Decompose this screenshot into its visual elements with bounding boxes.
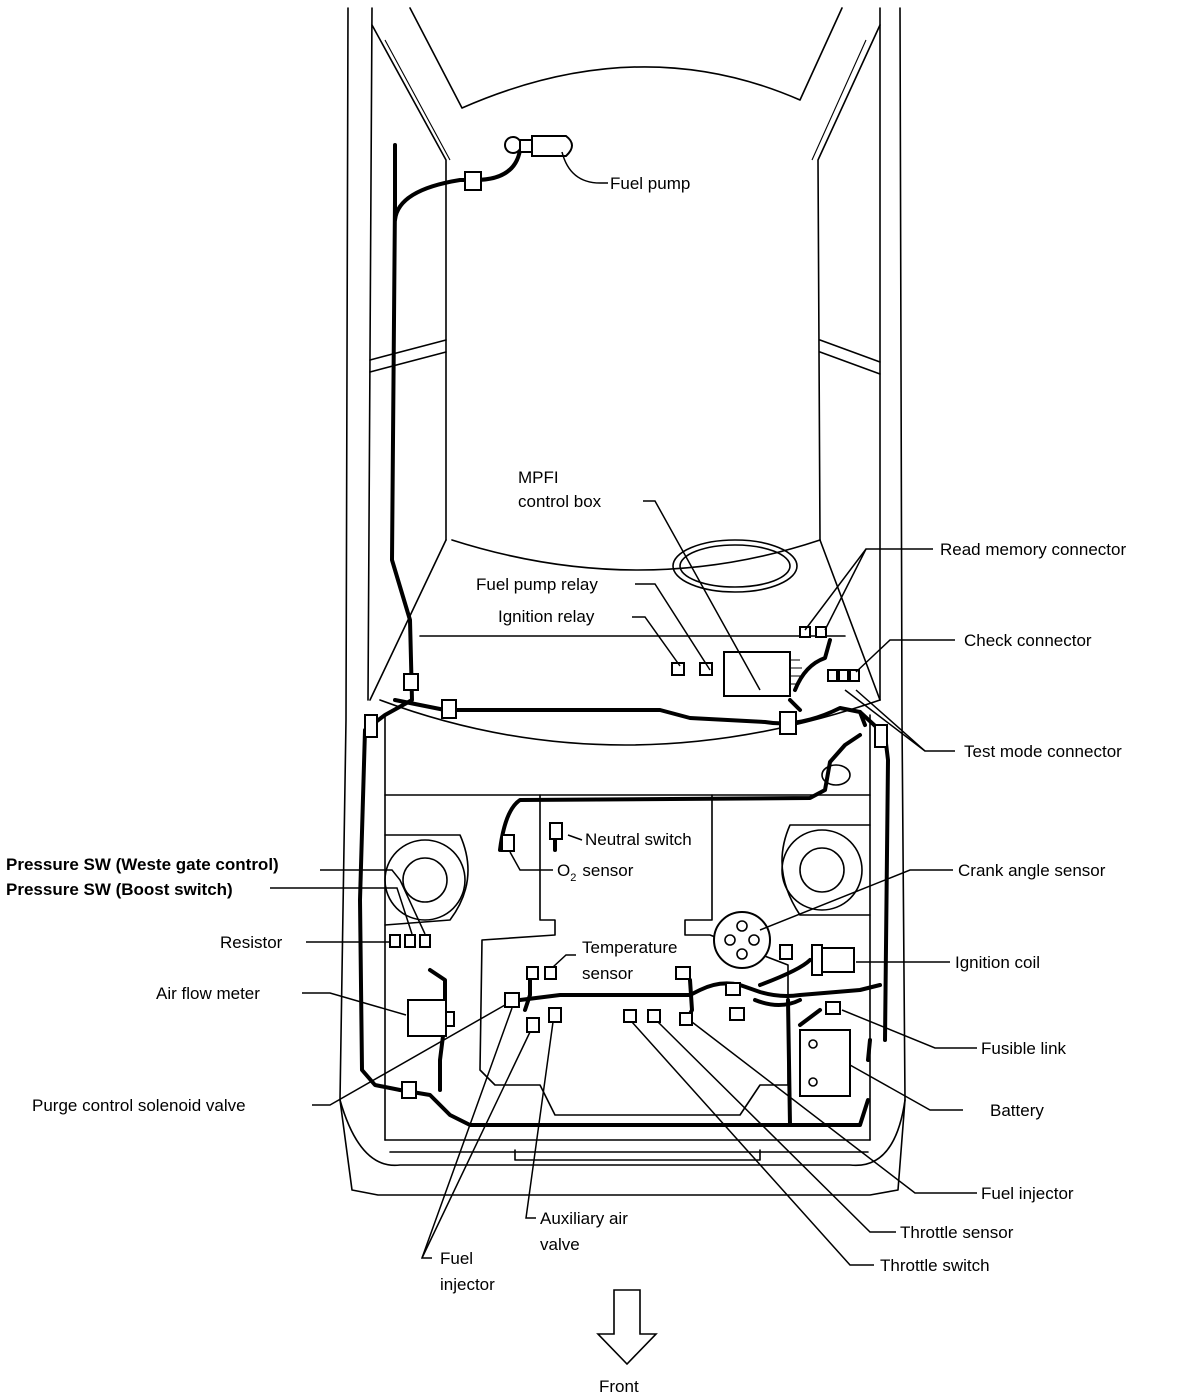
label-temperature: Temperature xyxy=(582,938,677,957)
label-mpfi: MPFI xyxy=(518,468,559,487)
front-arrow-icon xyxy=(596,1289,658,1366)
label-control-box: control box xyxy=(518,492,602,511)
label-pressure-sw-waste-gate: Pressure SW (Weste gate control) xyxy=(6,855,279,874)
label-fuel-pump-relay: Fuel pump relay xyxy=(476,575,598,594)
label-check-connector: Check connector xyxy=(964,631,1092,650)
label-resistor: Resistor xyxy=(220,933,283,952)
label-purge-control-solenoid-valve: Purge control solenoid valve xyxy=(32,1096,246,1115)
label-throttle-switch: Throttle switch xyxy=(880,1256,990,1275)
air-flow-meter-component xyxy=(407,999,455,1037)
component-labels: Fuel pump MPFI control box Read memory c… xyxy=(6,174,1126,1294)
label-battery: Battery xyxy=(990,1101,1044,1120)
label-auxiliary-valve: valve xyxy=(540,1235,580,1254)
label-front: Front xyxy=(599,1377,639,1396)
label-ignition-relay: Ignition relay xyxy=(498,607,595,626)
label-injector-left: injector xyxy=(440,1275,495,1294)
label-ignition-coil: Ignition coil xyxy=(955,953,1040,972)
connectors xyxy=(364,171,888,1099)
fuel-pump-component xyxy=(504,135,573,157)
mpfi-control-box-component xyxy=(723,651,802,697)
ignition-coil-component xyxy=(811,944,855,976)
label-neutral-switch: Neutral switch xyxy=(585,830,692,849)
label-fuel-injector-right: Fuel injector xyxy=(981,1184,1074,1203)
label-temperature-sensor: sensor xyxy=(582,964,633,983)
label-fuel-pump: Fuel pump xyxy=(610,174,690,193)
label-throttle-sensor: Throttle sensor xyxy=(900,1223,1014,1242)
label-fusible-link: Fusible link xyxy=(981,1039,1067,1058)
label-pressure-sw-boost: Pressure SW (Boost switch) xyxy=(6,880,233,899)
label-air-flow-meter: Air flow meter xyxy=(156,984,260,1003)
label-auxiliary-air: Auxiliary air xyxy=(540,1209,628,1228)
label-crank-angle-sensor: Crank angle sensor xyxy=(958,861,1106,880)
crank-angle-sensor-component xyxy=(713,911,771,969)
label-read-memory-connector: Read memory connector xyxy=(940,540,1126,559)
label-fuel-left: Fuel xyxy=(440,1249,473,1268)
battery-component xyxy=(799,1029,851,1097)
label-test-mode-connector: Test mode connector xyxy=(964,742,1122,761)
leader-lines xyxy=(270,151,977,1266)
